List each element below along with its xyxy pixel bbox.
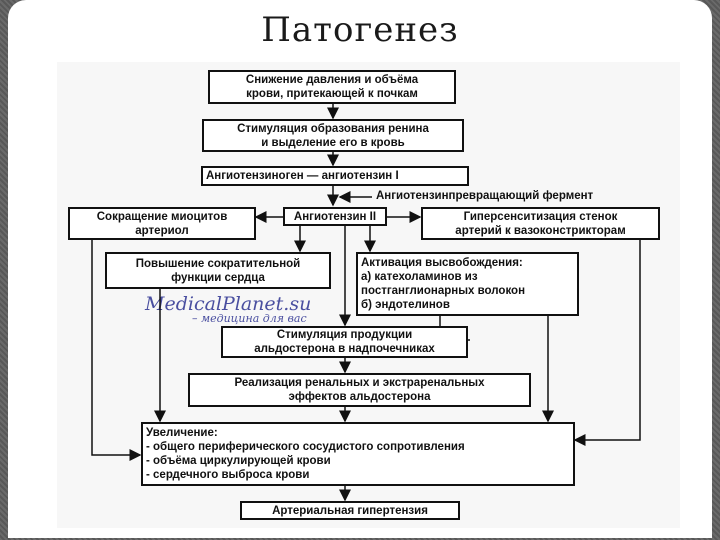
box-angiotensinogen: Ангиотензиноген — ангиотензин I — [201, 166, 469, 186]
slide-title: Патогенез — [261, 10, 459, 50]
watermark-tagline: – медицина для вас — [192, 312, 307, 325]
box-angiotensin-ii: Ангиотензин II — [283, 207, 387, 226]
box-release-activation: Активация высвобождения: а) катехоламино… — [356, 252, 579, 316]
watermark-site: MedicalPlanet.su — [145, 293, 312, 315]
label-ace-enzyme: Ангиотензинпревращающий фермент — [376, 190, 594, 202]
box-increase: Увеличение: - общего периферического сос… — [141, 422, 575, 486]
box-arterial-hypertension: Артериальная гипертензия — [240, 501, 460, 520]
